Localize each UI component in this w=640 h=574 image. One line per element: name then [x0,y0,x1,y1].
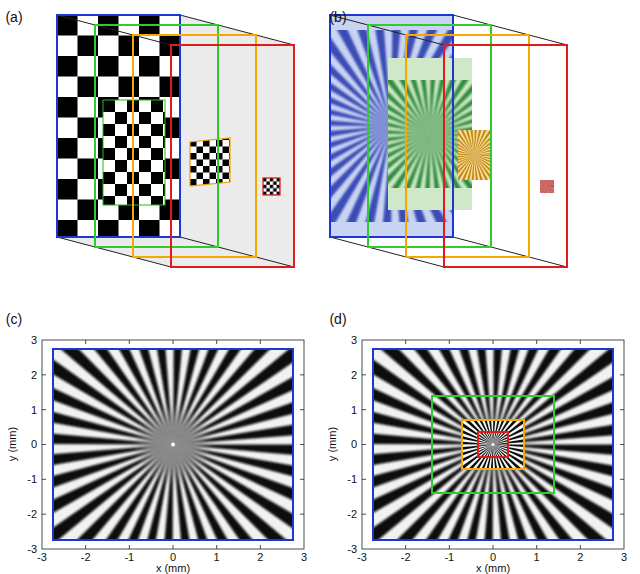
axis-ticks [42,340,304,549]
panel-letter: (d) [329,312,346,327]
tick-label: -1 [444,551,454,563]
tick-label: 3 [621,551,627,563]
plane-frame [171,45,294,267]
tick-label: 0 [170,551,176,563]
checker-plane [57,15,180,237]
plane-frame [95,25,218,247]
panel-letter: (a) [5,10,22,25]
tick-label: -2 [27,508,37,520]
plane-frame [432,396,554,493]
tick-label: 3 [31,334,37,346]
orange-star [458,130,490,180]
tick-label: -3 [347,543,357,555]
tick-label: -1 [124,551,134,563]
tick-label: -2 [81,551,91,563]
red-star [540,180,554,193]
plane-frame [478,432,508,457]
axes-box [42,340,304,549]
axis-ticks [362,340,624,549]
tick-label: 1 [351,404,357,416]
plane-frame [444,45,567,267]
tick-label: -3 [27,543,37,555]
reconstruction-image [362,340,624,549]
plane-frame [368,25,491,247]
tick-label: -1 [27,473,37,485]
tick-label: 3 [351,334,357,346]
tick-label: 2 [257,551,263,563]
tick-label: 0 [31,438,37,450]
reconstruction-image [42,340,304,549]
plane-frame [57,15,180,237]
tick-label: 3 [301,551,307,563]
checker-patch [190,138,230,186]
plane-frame [53,349,293,540]
tick-label: 1 [214,551,220,563]
axes-box [362,340,624,549]
box-edge [330,15,567,267]
tick-label: -1 [347,473,357,485]
tick-label: -3 [37,551,47,563]
plane-frame [406,35,529,257]
axis-label: x (mm) [156,562,190,574]
axis-label: y (mm) [326,427,338,461]
plane-frame [462,420,524,469]
tick-label: -2 [401,551,411,563]
plane-frame [330,15,453,237]
tick-label: 2 [577,551,583,563]
tick-label: 1 [534,551,540,563]
axis-label: x (mm) [476,562,510,574]
tick-label: 1 [31,404,37,416]
siemens-star-stack [312,15,568,267]
plane-frame [133,35,256,257]
tick-label: -2 [347,508,357,520]
panel-letter: (b) [329,10,346,25]
checker-patch [263,178,280,195]
box-edge [57,15,294,267]
tick-label: 0 [351,438,357,450]
tick-label: 2 [31,369,37,381]
tick-label: 2 [351,369,357,381]
panel-letter: (c) [6,312,22,327]
tick-label: 0 [490,551,496,563]
plane-frame [373,349,613,540]
axis-label: y (mm) [6,427,18,461]
volume-shade [57,15,294,267]
checkerboard-stack [57,15,294,267]
tick-label: -3 [357,551,367,563]
